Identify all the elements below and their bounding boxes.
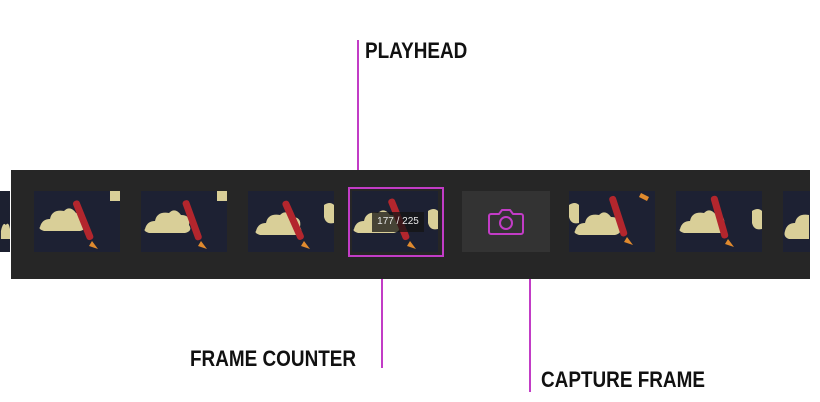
timeline-frame[interactable]: [248, 191, 334, 252]
timeline-frame[interactable]: [569, 191, 655, 252]
playhead-callout-label: PLAYHEAD: [365, 38, 468, 63]
capture-frame-callout-label: CAPTURE FRAME: [541, 367, 705, 392]
playhead-leader-line: [357, 40, 359, 187]
capture-frame-button[interactable]: [462, 191, 550, 252]
camera-icon: [488, 209, 524, 235]
frame-thumbnail: [569, 191, 655, 252]
frame-thumbnail: [0, 191, 10, 252]
timeline-frame[interactable]: [0, 191, 10, 252]
timeline-frame[interactable]: [783, 191, 810, 252]
frame-counter-callout-label: FRAME COUNTER: [190, 346, 357, 371]
playhead[interactable]: [348, 187, 444, 257]
frame-thumbnail: [783, 191, 810, 252]
timeline-frame[interactable]: [34, 191, 120, 252]
capture-frame-leader-line: [529, 252, 531, 392]
frame-counter-leader-line: [381, 232, 383, 368]
frame-counter: 177 / 225: [372, 212, 424, 232]
timeline-frame[interactable]: [141, 191, 227, 252]
frame-thumbnail: [248, 191, 334, 252]
frame-thumbnail: [676, 191, 762, 252]
frame-thumbnail: [34, 191, 120, 252]
timeline-frame[interactable]: [676, 191, 762, 252]
frame-thumbnail: [141, 191, 227, 252]
